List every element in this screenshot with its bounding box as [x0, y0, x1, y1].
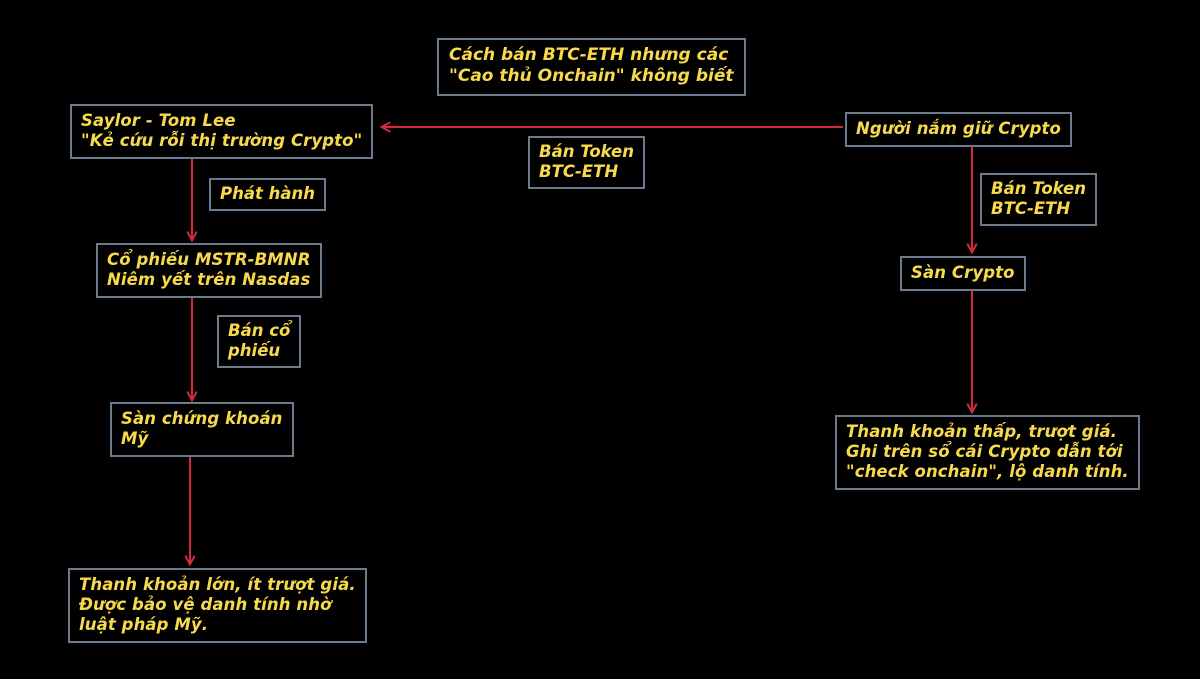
node-saylor-tom-lee[interactable]: Saylor - Tom Lee "Kẻ cứu rỗi thị trường … [70, 104, 374, 160]
edge-label-ban-token-right: Bán Token BTC-ETH [980, 173, 1097, 227]
node-stock-mstr-bmnr[interactable]: Cổ phiếu MSTR-BMNR Niêm yết trên Nasdas [96, 243, 322, 299]
node-crypto-exchange[interactable]: Sàn Crypto [900, 256, 1026, 292]
diagram-title: Cách bán BTC-ETH nhưng các "Cao thủ Onch… [437, 38, 746, 96]
edge-label-ban-token-middle: Bán Token BTC-ETH [528, 136, 645, 190]
node-us-stock-exchange[interactable]: Sàn chứng khoán Mỹ [110, 402, 294, 458]
node-outcome-crypto[interactable]: Thanh khoản thấp, trượt giá. Ghi trên sổ… [835, 415, 1140, 491]
edge-label-phat-hanh: Phát hành [209, 178, 326, 212]
edge-label-ban-co-phieu: Bán cổ phiếu [217, 315, 302, 369]
node-crypto-holder[interactable]: Người nắm giữ Crypto [845, 112, 1072, 148]
node-outcome-stock[interactable]: Thanh khoản lớn, ít trượt giá. Được bảo … [68, 568, 367, 644]
